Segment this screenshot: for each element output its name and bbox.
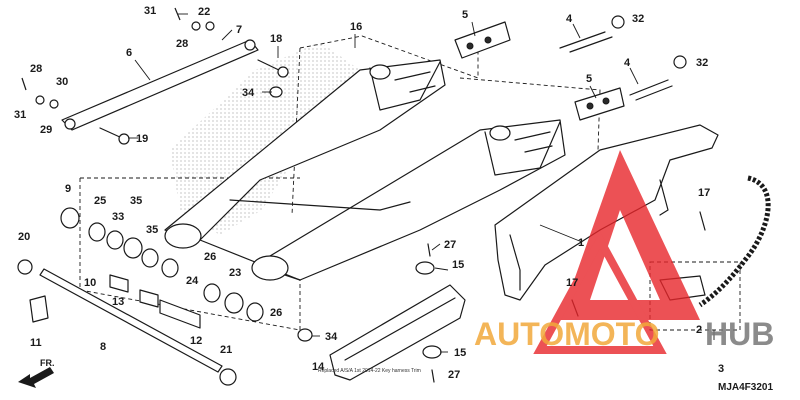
leader-lines bbox=[128, 13, 715, 353]
callout-1: 1 bbox=[578, 237, 584, 249]
callout-9: 9 bbox=[65, 183, 71, 195]
callout-34b: 34 bbox=[325, 331, 338, 343]
adjuster-plates bbox=[454, 21, 625, 121]
callout-10: 10 bbox=[84, 277, 96, 289]
callout-2: 2 bbox=[696, 324, 702, 336]
callout-24: 24 bbox=[186, 275, 199, 287]
callout-17b: 17 bbox=[566, 277, 578, 289]
callout-6: 6 bbox=[126, 47, 132, 59]
chain-slider bbox=[329, 284, 466, 381]
callout-22: 22 bbox=[198, 6, 210, 18]
front-arrow-icon bbox=[18, 367, 54, 388]
callout-3: 3 bbox=[718, 363, 724, 375]
callout-25: 25 bbox=[94, 195, 106, 207]
watermark-auto: AUTOMOTO bbox=[474, 316, 659, 352]
callout-15: 15 bbox=[452, 259, 464, 271]
watermark-logo bbox=[533, 150, 700, 354]
callout-27b: 27 bbox=[448, 369, 460, 381]
callout-26: 26 bbox=[204, 251, 216, 263]
callout-4: 4 bbox=[566, 13, 573, 25]
callout-23: 23 bbox=[229, 267, 241, 279]
callout-35b: 35 bbox=[146, 224, 158, 236]
callout-4b: 4 bbox=[624, 57, 631, 69]
callout-19: 19 bbox=[136, 133, 148, 145]
callout-17: 17 bbox=[698, 187, 710, 199]
callout-28: 28 bbox=[176, 38, 188, 50]
callout-16: 16 bbox=[350, 21, 362, 33]
bearings-collars bbox=[60, 207, 264, 329]
callout-12: 12 bbox=[190, 335, 202, 347]
adjuster-bolts bbox=[559, 15, 687, 101]
callout-21: 21 bbox=[220, 344, 232, 356]
callout-5b: 5 bbox=[586, 73, 592, 85]
callout-28b: 28 bbox=[30, 63, 42, 75]
diagram-code: MJA4F3201 bbox=[718, 382, 773, 393]
callout-32: 32 bbox=[632, 13, 644, 25]
callout-27: 27 bbox=[444, 239, 456, 251]
callout-30: 30 bbox=[56, 76, 68, 88]
callout-26b: 26 bbox=[270, 307, 282, 319]
drive-chain bbox=[698, 175, 771, 308]
swingarm bbox=[164, 59, 566, 281]
callout-18: 18 bbox=[270, 33, 282, 45]
callout-29: 29 bbox=[40, 124, 52, 136]
callout-5: 5 bbox=[462, 9, 468, 21]
watermark-hub: HUB bbox=[705, 316, 774, 352]
callout-33: 33 bbox=[112, 211, 124, 223]
torque-link bbox=[61, 39, 259, 131]
callout-11: 11 bbox=[30, 337, 42, 349]
fine-print: Replaced A/S/A 1st 2014-22 Key harness T… bbox=[318, 368, 421, 374]
callout-labels: 31 22 28 7 6 16 5 4 32 18 28 30 31 29 19… bbox=[14, 5, 724, 381]
callout-7: 7 bbox=[236, 24, 242, 36]
callout-31: 31 bbox=[144, 5, 156, 17]
callout-8: 8 bbox=[100, 341, 106, 353]
callout-35: 35 bbox=[130, 195, 142, 207]
pivot-shaft bbox=[39, 268, 223, 373]
callout-34: 34 bbox=[242, 87, 255, 99]
callout-31b: 31 bbox=[14, 109, 26, 121]
callout-32b: 32 bbox=[696, 57, 708, 69]
callout-15b: 15 bbox=[454, 347, 466, 359]
callout-13: 13 bbox=[112, 296, 124, 308]
front-label: FR. bbox=[40, 358, 55, 368]
callout-20: 20 bbox=[18, 231, 30, 243]
callout-14: 14 bbox=[312, 361, 325, 373]
